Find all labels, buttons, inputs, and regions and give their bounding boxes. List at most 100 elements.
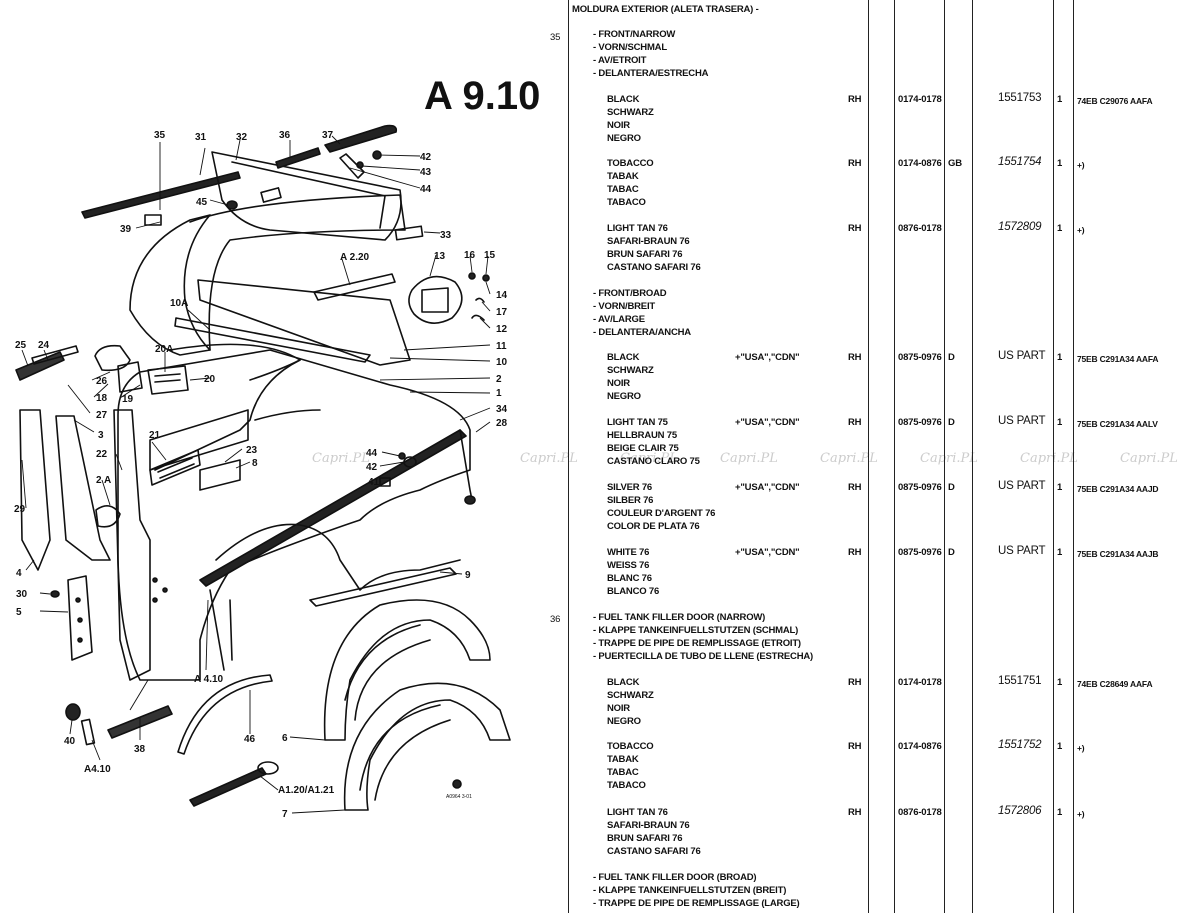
quantity: 1 <box>1057 741 1063 752</box>
quantity: 1 <box>1057 677 1063 688</box>
quantity: 1 <box>1057 482 1063 493</box>
section-description: - FRONT/NARROW - VORN/SCHMAL - AV/ETROIT… <box>593 29 709 79</box>
dates: 0174-0178 <box>898 94 942 105</box>
moulding-37 <box>324 124 398 153</box>
label-a2-20: A 2.20 <box>340 252 370 263</box>
dates: 0876-0178 <box>898 223 942 234</box>
label-36: 36 <box>279 130 291 141</box>
side: RH <box>848 547 862 558</box>
label-44b: 44 <box>366 448 378 459</box>
page-title: A 9.10 <box>424 74 541 118</box>
dates: 0174-0178 <box>898 677 942 688</box>
label-39: 39 <box>120 224 132 235</box>
label-5: 5 <box>16 607 22 618</box>
part-number: 1551754 <box>998 156 1042 168</box>
finis-code: +) <box>1077 160 1085 170</box>
diagram-code: A0964 3-01 <box>446 794 472 800</box>
finis-code: 75EB C291A34 AAFA <box>1077 354 1159 364</box>
quantity: 1 <box>1057 223 1063 234</box>
side: RH <box>848 94 862 105</box>
label-10: 10 <box>496 357 508 368</box>
beltline-moulding <box>199 429 467 587</box>
part-number: US PART <box>998 350 1046 362</box>
finis-code: +) <box>1077 743 1085 753</box>
label-3: 3 <box>98 430 104 441</box>
quantity: 1 <box>1057 94 1063 105</box>
label-a1-20: A1.20/A1.21 <box>278 785 335 796</box>
part-number: US PART <box>998 545 1046 557</box>
label-2a: 2 A <box>96 475 111 486</box>
dates: 0875-0976 <box>898 482 942 493</box>
label-7: 7 <box>282 809 288 820</box>
label-11: 11 <box>496 341 507 352</box>
side: RH <box>848 223 862 234</box>
b-pillar-trim <box>19 409 51 571</box>
label-a4-10: A 4.10 <box>194 674 224 685</box>
panel-5 <box>67 575 93 661</box>
label-1: 1 <box>496 388 502 399</box>
label-32: 32 <box>236 132 248 143</box>
watermark: Capri.PL <box>1020 451 1078 466</box>
label-42b: 42 <box>366 462 378 473</box>
label-23: 23 <box>246 445 258 456</box>
rear-quarter-panel <box>117 349 471 681</box>
dates: 0875-0976 <box>898 417 942 428</box>
column-rule <box>944 0 945 913</box>
label-4: 4 <box>16 568 22 579</box>
catalog-header: MOLDURA EXTERIOR (ALETA TRASERA) - <box>572 4 759 15</box>
arch-moulding-46 <box>177 674 273 755</box>
part-number: 1551752 <box>998 739 1042 751</box>
market-note: +"USA","CDN" <box>735 482 800 493</box>
label-46: 46 <box>244 734 256 745</box>
watermark: Capri.PL <box>520 451 578 466</box>
code: D <box>948 482 955 493</box>
label-31: 31 <box>195 132 207 143</box>
finis-code: 75EB C291A34 AALV <box>1077 419 1158 429</box>
part-number: 1572809 <box>998 221 1042 233</box>
wheel-arch-liner-7 <box>343 682 511 811</box>
exploded-parts-diagram: 35 31 32 36 37 42 43 44 45 39 33 A 2.20 … <box>14 124 511 820</box>
label-24: 24 <box>38 340 50 351</box>
label-26: 26 <box>96 376 108 387</box>
section-number: 35 <box>550 32 561 43</box>
label-17: 17 <box>496 307 508 318</box>
label-a4-10b: A4.10 <box>84 764 111 775</box>
code: D <box>948 352 955 363</box>
label-20a: 20A <box>155 344 173 355</box>
label-6: 6 <box>282 733 288 744</box>
quantity: 1 <box>1057 158 1063 169</box>
side: RH <box>848 352 862 363</box>
label-29: 29 <box>14 504 26 515</box>
label-2: 2 <box>496 374 502 385</box>
column-rule <box>1073 0 1074 913</box>
side: RH <box>848 741 862 752</box>
rear-deck-panel <box>197 279 411 366</box>
label-22: 22 <box>96 449 108 460</box>
column-rule <box>568 0 569 913</box>
moulding-35 <box>81 171 241 219</box>
side: RH <box>848 807 862 818</box>
dates: 0875-0976 <box>898 547 942 558</box>
dates: 0174-0876 <box>898 158 942 169</box>
label-18: 18 <box>96 393 108 404</box>
column-rule <box>1053 0 1054 913</box>
label-45: 45 <box>196 197 208 208</box>
side: RH <box>848 158 862 169</box>
label-20: 20 <box>204 374 216 385</box>
label-15: 15 <box>484 250 496 261</box>
part-number: US PART <box>998 480 1046 492</box>
label-16: 16 <box>464 250 476 261</box>
label-25: 25 <box>15 340 27 351</box>
code: GB <box>948 158 962 169</box>
label-19: 19 <box>122 394 134 405</box>
label-35: 35 <box>154 130 166 141</box>
label-42: 42 <box>420 152 432 163</box>
label-38: 38 <box>134 744 146 755</box>
